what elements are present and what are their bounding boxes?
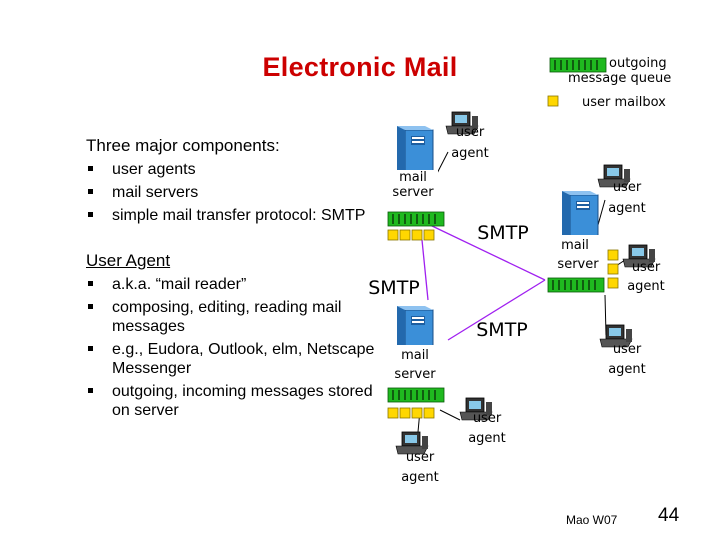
user-agent-label: agent	[451, 146, 489, 161]
message-queue-icon	[547, 277, 605, 293]
components-heading: Three major components:	[86, 136, 280, 155]
smtp-label: SMTP	[476, 319, 528, 341]
mailbox-icon	[607, 277, 619, 289]
server-label-bg	[388, 170, 438, 202]
smtp-link	[447, 279, 546, 341]
link-line	[597, 199, 606, 226]
footer-author: Mao W07	[566, 513, 618, 527]
mailbox-icon	[411, 229, 423, 241]
bullet-icon	[88, 166, 93, 171]
page-number: 44	[658, 505, 680, 526]
user-agent-list: a.k.a. “mail reader” composing, editing,…	[86, 275, 376, 420]
list-item: composing, editing, reading mail message…	[86, 298, 376, 336]
user-agent-label: user	[456, 125, 485, 140]
user-agent-label: user	[473, 411, 502, 426]
mailbox-icon	[607, 249, 619, 261]
list-item: e.g., Eudora, Outlook, elm, Netscape Mes…	[86, 340, 376, 378]
user-agent-label: agent	[608, 201, 646, 216]
server-label-bg	[388, 345, 438, 381]
list-item: a.k.a. “mail reader”	[86, 275, 376, 294]
mailbox-icon	[423, 407, 435, 419]
mailbox-icon	[399, 229, 411, 241]
link-line	[439, 409, 461, 421]
server-label: mail	[401, 348, 429, 363]
user-agent-label: user	[632, 260, 661, 275]
server-label-bg	[552, 235, 604, 267]
mailbox-icon	[387, 407, 399, 419]
smtp-link	[429, 224, 546, 281]
user-agent-label: user	[613, 342, 642, 357]
list-item: outgoing, incoming messages stored on se…	[86, 382, 376, 420]
smtp-label: SMTP	[477, 222, 529, 244]
bullet-icon	[88, 346, 93, 351]
server-label: mail	[399, 170, 427, 185]
server-label: server	[394, 367, 436, 382]
user-agent-heading: User Agent	[86, 251, 171, 270]
server-label: mail	[561, 238, 589, 253]
list-item: mail servers	[86, 183, 376, 202]
user-agent-label: agent	[608, 362, 646, 377]
bullet-icon	[88, 281, 93, 286]
legend-queue-line2: message queue	[568, 71, 671, 86]
list-item: user agents	[86, 160, 376, 179]
mailbox-icon	[547, 95, 559, 107]
mailbox-icon	[607, 263, 619, 275]
server-label: server	[557, 257, 599, 272]
user-agent-label: agent	[468, 431, 506, 446]
mailbox-icon	[411, 407, 423, 419]
user-agent-label: user	[406, 450, 435, 465]
legend-mailbox: user mailbox	[582, 95, 666, 110]
smtp-label: SMTP	[368, 277, 420, 299]
legend-queue-line1: outgoing	[609, 56, 667, 71]
bullet-icon	[88, 189, 93, 194]
message-queue-icon	[387, 387, 445, 403]
mailbox-icon	[423, 229, 435, 241]
mailbox-icon	[387, 229, 399, 241]
message-queue-icon	[549, 57, 607, 73]
bullet-icon	[88, 212, 93, 217]
smtp-link	[421, 239, 429, 301]
components-list: user agents mail servers simple mail tra…	[86, 160, 376, 225]
mailbox-icon	[399, 407, 411, 419]
bullet-icon	[88, 304, 93, 309]
page-title: Electronic Mail	[262, 52, 458, 82]
server-label: server	[392, 185, 434, 200]
list-item: simple mail transfer protocol: SMTP	[86, 206, 376, 225]
message-queue-icon	[387, 211, 445, 227]
bullet-icon	[88, 388, 93, 393]
text-column: Three major components: user agents mail…	[86, 136, 376, 424]
user-agent-label: agent	[627, 279, 665, 294]
user-agent-label: user	[613, 180, 642, 195]
user-agent-label: agent	[401, 470, 439, 485]
